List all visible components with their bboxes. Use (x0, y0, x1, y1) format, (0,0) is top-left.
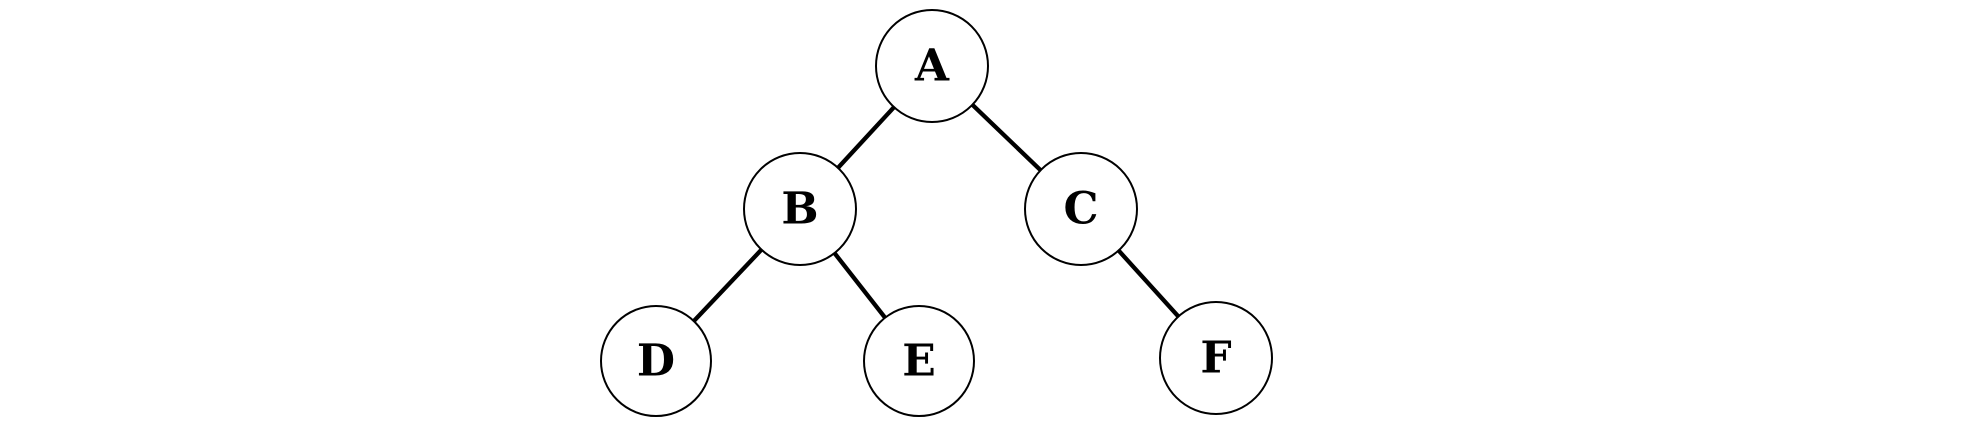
tree-node-C: C (1024, 152, 1138, 266)
tree-node-F: F (1159, 301, 1273, 415)
tree-node-label-C: C (1063, 184, 1098, 235)
tree-node-circle-D (600, 305, 712, 417)
tree-node-E: E (863, 305, 975, 417)
tree-node-label-B: B (781, 184, 818, 235)
tree-node-label-F: F (1200, 333, 1231, 384)
tree-node-circle-C (1024, 152, 1138, 266)
tree-node-circle-B (743, 152, 857, 266)
tree-node-A: A (875, 9, 989, 123)
tree-node-label-D: D (637, 336, 675, 387)
tree-node-label-A: A (914, 41, 950, 92)
tree-node-label-E: E (902, 336, 936, 387)
tree-node-D: D (600, 305, 712, 417)
tree-node-B: B (743, 152, 857, 266)
tree-node-circle-E (863, 305, 975, 417)
tree-node-circle-A (875, 9, 989, 123)
tree-node-circle-F (1159, 301, 1273, 415)
